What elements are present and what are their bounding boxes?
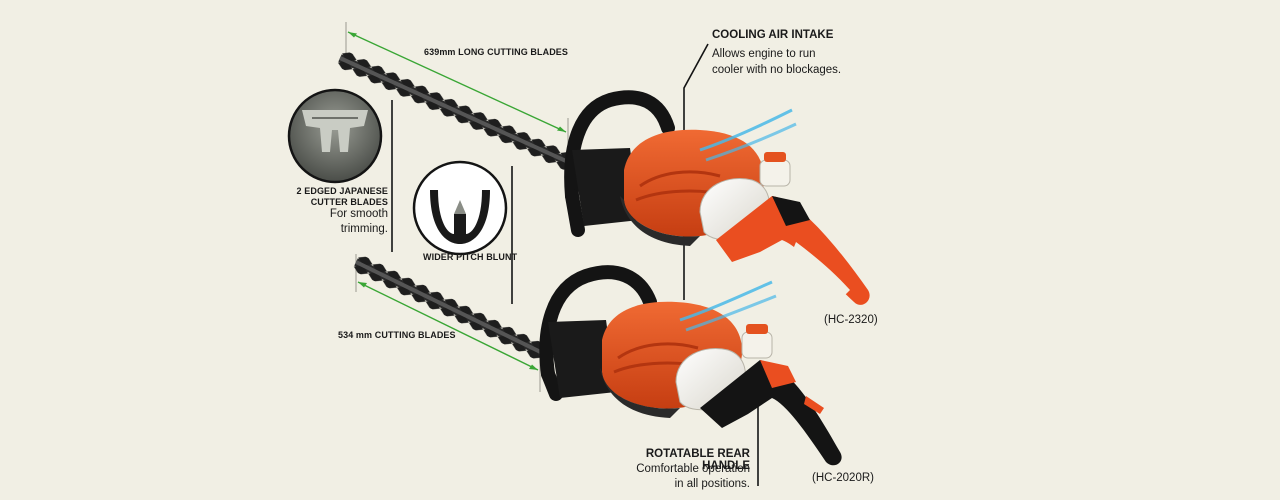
hedge-trimmer-hc2320 (336, 49, 870, 305)
cooling-intake-title: COOLING AIR INTAKE (712, 29, 834, 41)
model-label-hc2320: (HC-2320) (824, 314, 878, 326)
model-label-hc2020r: (HC-2020R) (812, 472, 874, 484)
cooling-desc-line2: cooler with no blockages. (712, 64, 842, 76)
japanese-blade-title-line2: CUTTER BLADES (310, 197, 388, 207)
blade-inset-japanese (287, 88, 383, 184)
rear-desc-line1: Comfortable operation (636, 463, 750, 475)
japanese-blade-callout: 2 EDGED JAPANESE CUTTER BLADES (292, 186, 388, 208)
short-blade-label: 534 mm CUTTING BLADES (338, 330, 456, 340)
long-blade-dimension (345, 22, 569, 146)
blade-inset-wider-pitch (412, 160, 508, 256)
hedge-trimmer-hc2020r (352, 253, 842, 466)
japanese-blade-title-line1: 2 EDGED JAPANESE (296, 186, 388, 196)
rear-handle-title: ROTATABLE REAR HANDLE (645, 448, 750, 472)
cooling-intake-description: Allows engine to run cooler with no bloc… (712, 46, 841, 78)
short-blade-dimension (355, 254, 541, 392)
cooling-desc-line1: Allows engine to run (712, 48, 816, 60)
long-blade-label: 639mm LONG CUTTING BLADES (424, 47, 569, 57)
japanese-blade-desc-line1: For smooth (329, 208, 388, 220)
japanese-blade-description: For smooth trimming. (288, 207, 388, 237)
rear-handle-description: Comfortable operation in all positions. (596, 462, 750, 492)
japanese-blade-desc-line2: trimming. (340, 223, 388, 235)
wider-pitch-label: WIDER PITCH BLUNT (423, 252, 518, 262)
rear-desc-line2: in all positions. (674, 478, 750, 490)
